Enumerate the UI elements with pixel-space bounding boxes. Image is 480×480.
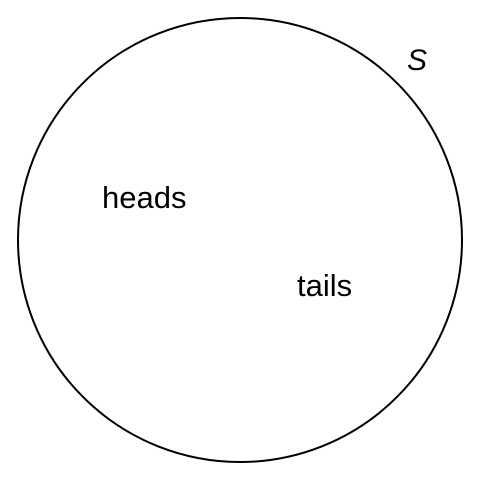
sample-space-label: S: [407, 44, 428, 77]
outcome-heads-label: heads: [102, 180, 187, 215]
sample-space-circle: [17, 17, 463, 463]
outcome-tails-label: tails: [297, 268, 353, 303]
